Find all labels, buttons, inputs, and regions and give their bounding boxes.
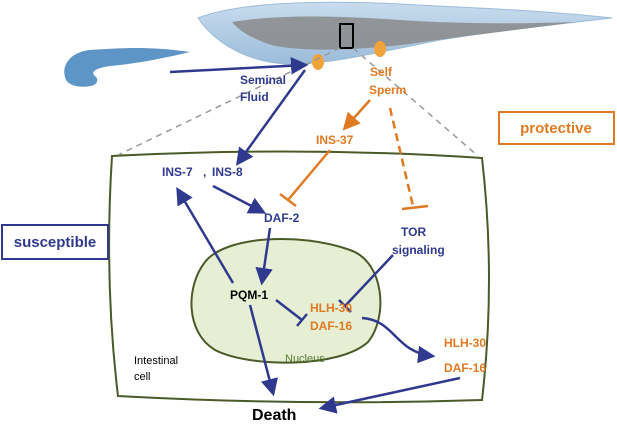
label-intestinal-cell-2: cell	[134, 371, 151, 383]
protective-label: protective	[520, 120, 592, 137]
arrow-seminal-to-ins	[235, 69, 307, 166]
inhibit-selfsperm-bar	[401, 204, 429, 211]
inhibit-tor-bar	[338, 299, 352, 313]
label-seminal-fluid-2: Fluid	[240, 90, 269, 104]
inhibit-ins37-bar	[279, 193, 297, 207]
nucleus-shape	[190, 237, 382, 364]
inhibit-ins37-to-daf2	[287, 149, 331, 201]
arrow-selfsperm-to-ins37	[342, 99, 371, 131]
label-death: Death	[252, 407, 296, 424]
sperm-dot-right-icon	[374, 41, 386, 57]
intestinal-cell-outline	[108, 150, 490, 404]
label-seminal-fluid: Seminal	[240, 73, 286, 87]
label-ins7: INS-7	[162, 165, 193, 179]
arrow-male-to-seminal	[169, 56, 309, 75]
region-marker-box	[339, 23, 354, 49]
label-daf16-cytoplasmic: DAF-16	[444, 361, 486, 375]
label-ins37: INS-37	[316, 133, 354, 147]
label-daf16-nuclear: DAF-16	[310, 319, 352, 333]
label-pqm1: PQM-1	[230, 288, 268, 302]
sperm-dot-left-icon	[312, 54, 324, 70]
protective-box: protective	[498, 111, 615, 145]
arrow-daf16-export	[361, 316, 436, 364]
zoom-line-left	[117, 47, 341, 156]
label-daf2: DAF-2	[264, 211, 300, 225]
hermaphrodite-worm-icon	[197, 1, 613, 65]
label-nucleus: Nucleus	[285, 353, 325, 365]
susceptible-box: susceptible	[1, 224, 109, 260]
arrow-daf16-to-death	[318, 376, 461, 414]
male-worm-icon	[64, 48, 190, 87]
susceptible-label: susceptible	[14, 234, 97, 251]
arrow-pqm1-to-ins	[176, 186, 235, 284]
inhibit-pqm1-to-daf16	[275, 299, 303, 321]
label-hlh30-cytoplasmic: HLH-30	[444, 336, 486, 350]
arrow-daf2-to-nucleus	[255, 227, 273, 286]
label-self-sperm: Self	[370, 65, 393, 79]
arrow-ins-to-daf2	[212, 184, 267, 214]
label-ins-comma: ,	[203, 165, 206, 179]
label-hlh30-nuclear: HLH-30	[310, 301, 352, 315]
label-ins8: INS-8	[212, 165, 243, 179]
label-tor: TOR	[401, 225, 426, 239]
inhibit-selfsperm-to-tor	[388, 107, 415, 207]
zoom-line-right	[352, 47, 479, 157]
label-intestinal-cell: Intestinal	[134, 355, 178, 367]
arrow-pqm1-to-death	[248, 304, 278, 397]
label-self-sperm-2: Sperm	[369, 83, 406, 97]
inhibit-tor-to-hlh30	[344, 254, 394, 307]
inhibit-pqm1-bar	[296, 313, 308, 327]
label-tor-2: signaling	[392, 243, 445, 257]
